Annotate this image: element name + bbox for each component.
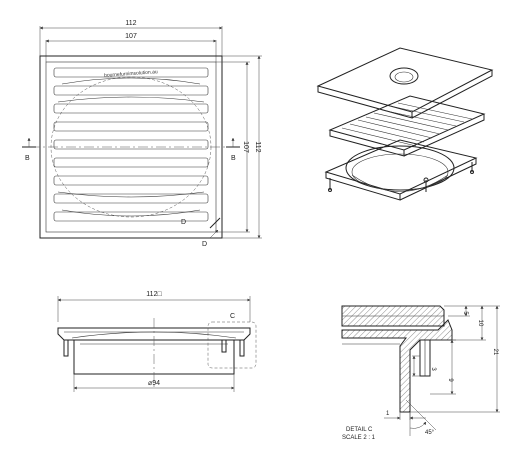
cover-hole [389,67,419,85]
front-view: 112□ ⌀94 C [57,291,257,392]
detail-c-callout-box [207,321,257,369]
dim-inner-width-label: 107 [125,33,137,40]
detail-dim-5: 5 [462,311,468,315]
dim-outer-height-label: 112 [254,141,261,152]
detail-title: DETAIL C [346,427,373,433]
dim-inner-height-label: 107 [242,141,249,153]
grate-layer-slots [341,102,473,147]
detail-dim-9: 9 [447,378,453,382]
front-dim-diameter: ⌀94 [148,380,160,387]
detail-c-callout-label: C [230,313,235,320]
detail-dim-angle: 45° [425,430,435,436]
section-label-left: B [25,155,30,162]
dim-outer-width-label: 112 [125,20,136,27]
detail-flange-section [341,319,453,413]
top-view: 112 107 bournefurnimsolution.au [22,20,262,248]
detail-dim-21: 21 [492,349,498,356]
isometric-view [316,47,494,201]
detail-scale: SCALE 2 : 1 [342,435,376,441]
detail-c-view: 5 10 21 3 9 1 45° DETAIL C SCALE 2 : 1 [341,305,500,441]
detail-dim-3: 3 [430,367,436,371]
detail-marker-outer: D [202,241,207,248]
detail-marker-inner: D [181,219,186,226]
section-label-right: B [231,155,236,162]
cover-plate [316,47,494,113]
brand-text: bournefurnimsolution.au [104,69,158,79]
detail-dim-1: 1 [386,411,390,417]
detail-dim-10: 10 [477,320,483,327]
front-dim-width: 112□ [146,291,162,298]
grate-slats [53,67,209,222]
